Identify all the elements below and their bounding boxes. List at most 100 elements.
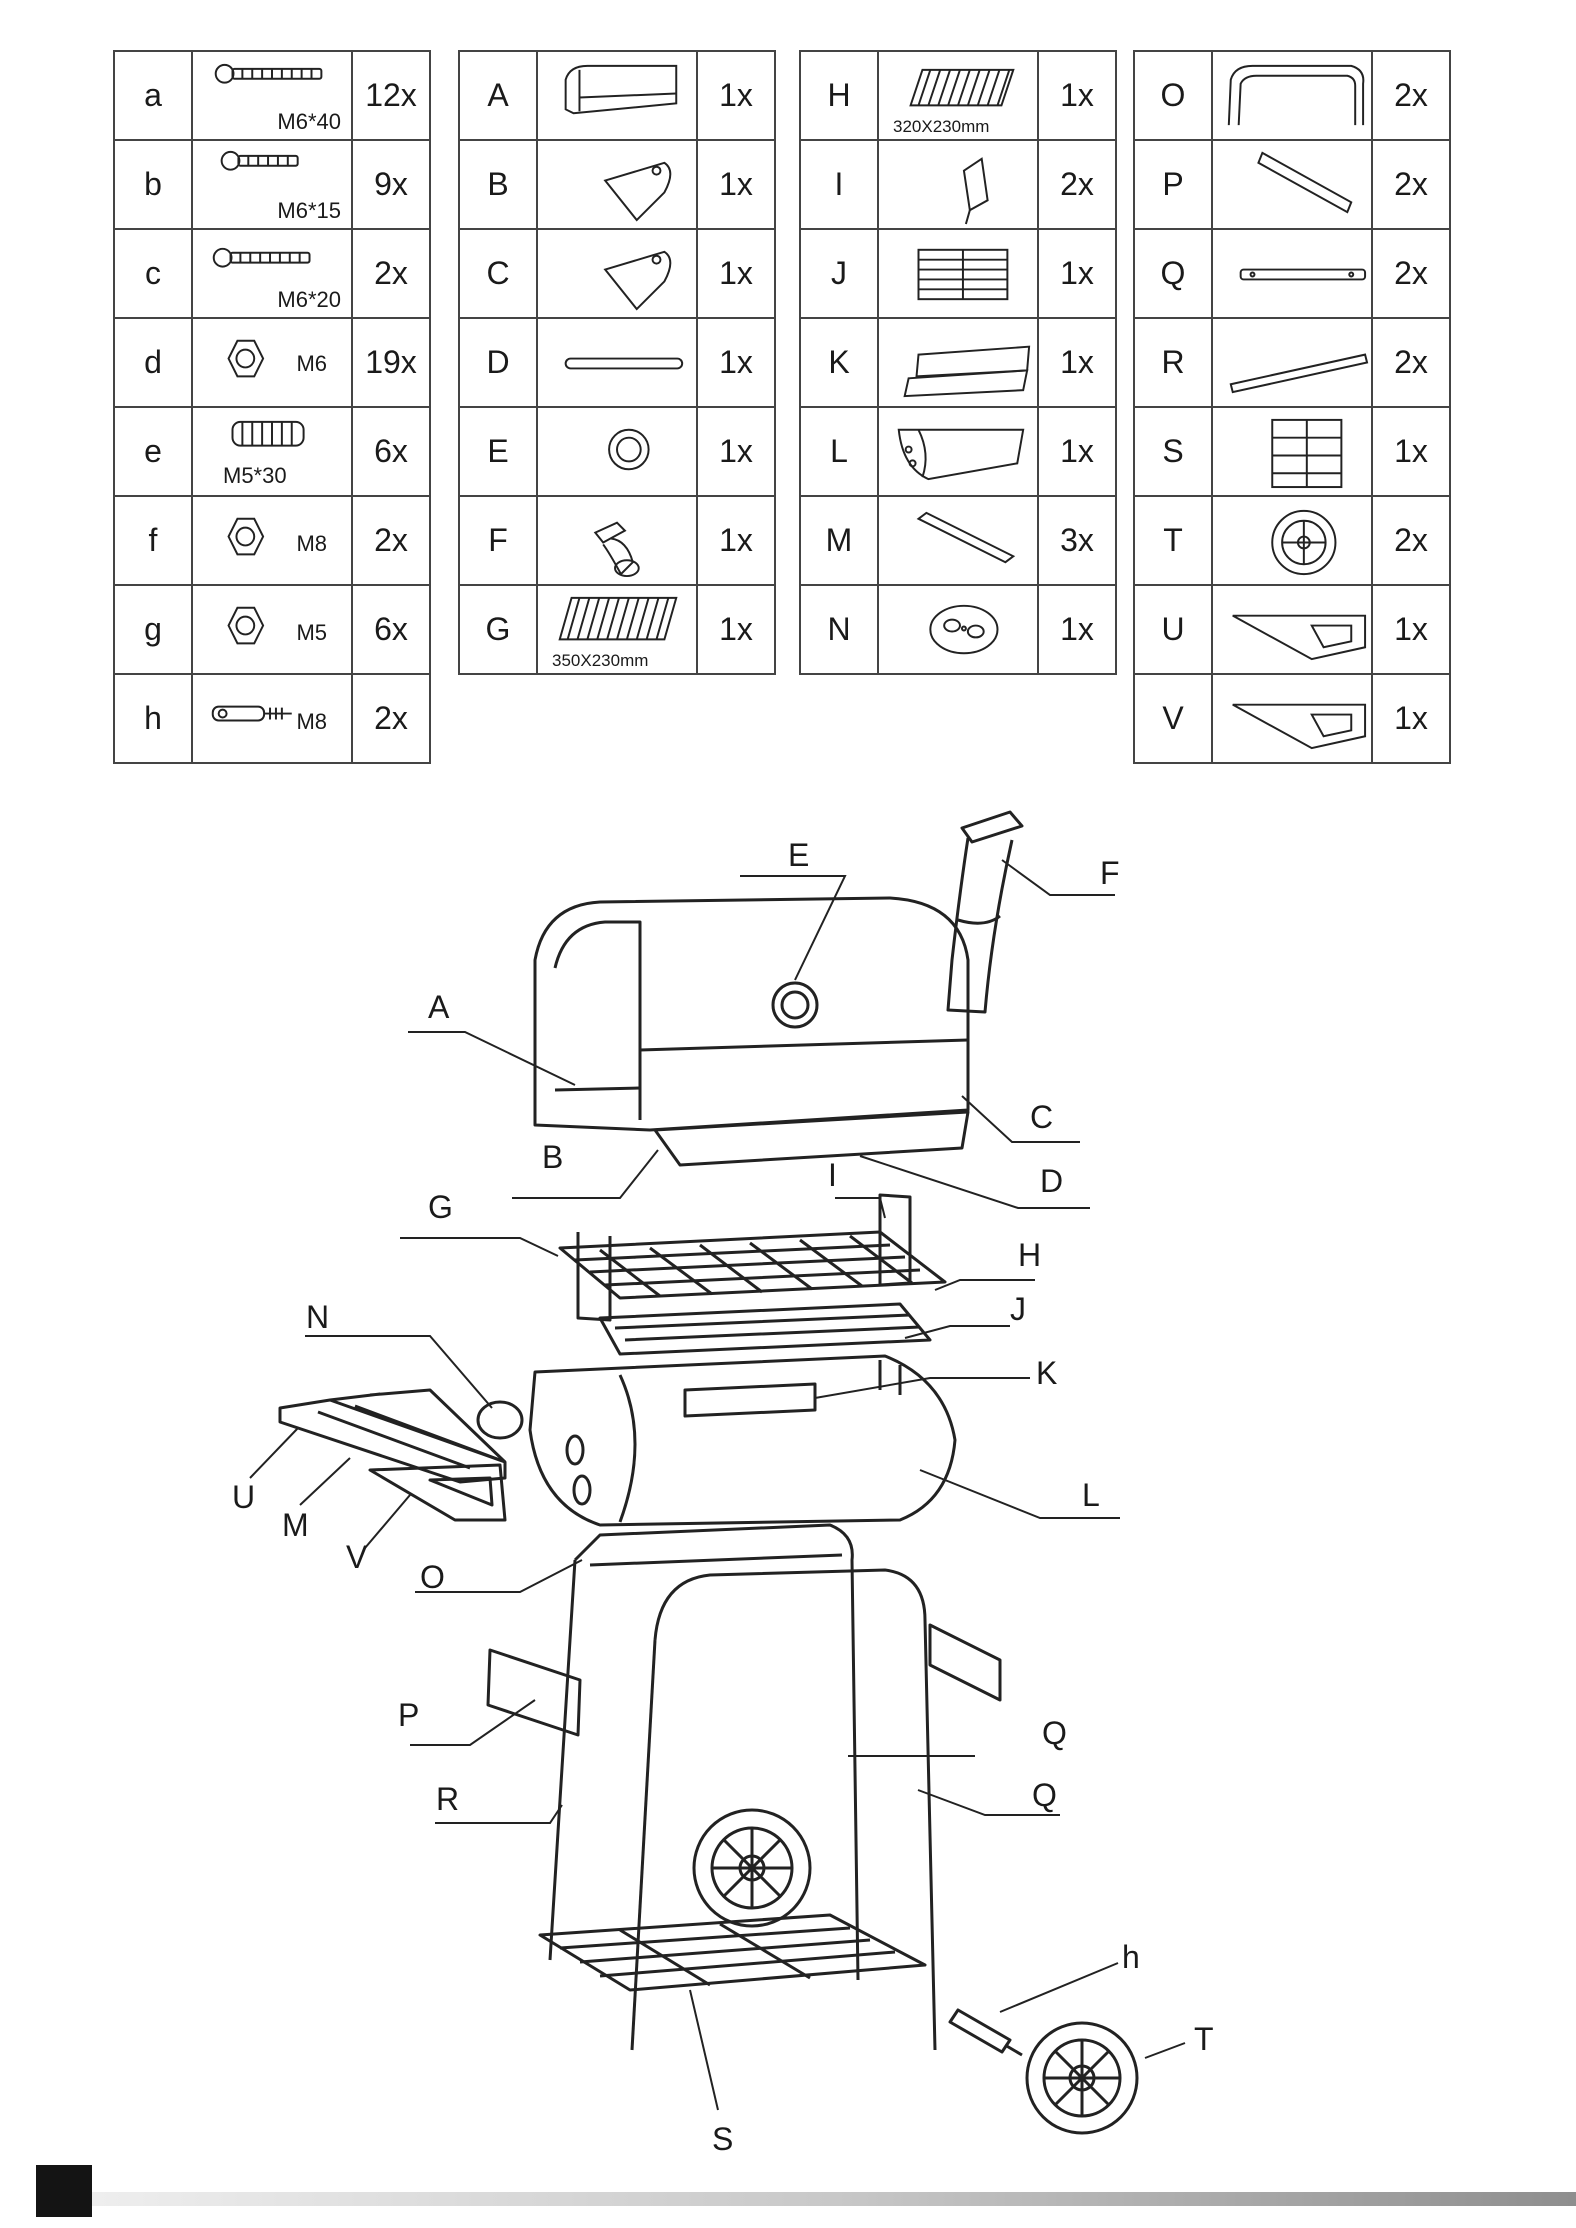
part-label: M: [799, 495, 879, 586]
long-bolt-icon: [214, 63, 323, 84]
part-label: I: [799, 139, 879, 230]
warming-rack-icon: [909, 68, 1015, 107]
part-illustration: 350X230mm: [536, 584, 698, 675]
part-illustration: M5*30: [191, 406, 353, 497]
part-label: C: [458, 228, 538, 319]
part-quantity: 1x: [696, 584, 776, 675]
chimney-icon: [593, 521, 640, 578]
part-label: N: [799, 584, 879, 675]
callout-L: L: [1082, 1477, 1100, 1513]
part-quantity: 19x: [351, 317, 431, 408]
thermometer-icon: [608, 428, 650, 471]
part-illustration: [1211, 495, 1373, 586]
part-illustration: M8: [191, 495, 353, 586]
parts-row: d M6 19x: [113, 317, 431, 408]
callout-S: S: [712, 2121, 733, 2157]
part-illustration: [1211, 406, 1373, 497]
part-label: T: [1133, 495, 1213, 586]
lid-side-plate-icon: [603, 250, 672, 311]
callout-F: F: [1100, 855, 1120, 891]
part-label: L: [799, 406, 879, 497]
part-quantity: 1x: [1037, 317, 1117, 408]
part-quantity: 9x: [351, 139, 431, 230]
part-illustration: [536, 228, 698, 319]
part-quantity: 1x: [696, 139, 776, 230]
part-label: H: [799, 50, 879, 141]
axle-pin: [948, 2008, 1012, 2054]
rack-bracket-icon: [962, 157, 989, 225]
callout-Q-inner: Q: [1042, 1715, 1067, 1751]
part-quantity: 2x: [351, 673, 431, 764]
part-size-label: M6: [296, 351, 327, 376]
threaded-stud-icon: [231, 420, 305, 447]
part-quantity: 2x: [1371, 228, 1451, 319]
part-quantity: 2x: [1371, 139, 1451, 230]
part-label: A: [458, 50, 538, 141]
part-label: d: [113, 317, 193, 408]
callout-G: G: [428, 1189, 453, 1225]
part-label: Q: [1133, 228, 1213, 319]
callout-O: O: [420, 1559, 445, 1595]
cooking-grate-icon: [558, 596, 678, 641]
part-quantity: 1x: [1037, 50, 1117, 141]
part-size-label: M6*40: [277, 109, 341, 134]
part-quantity: 12x: [351, 50, 431, 141]
grill-lid-icon: [564, 64, 678, 115]
part-quantity: 2x: [351, 228, 431, 319]
part-label: P: [1133, 139, 1213, 230]
part-quantity: 1x: [696, 50, 776, 141]
part-label: E: [458, 406, 538, 497]
part-illustration: M8: [191, 673, 353, 764]
part-label: S: [1133, 406, 1213, 497]
charcoal-grate-icon: [917, 248, 1009, 301]
ash-tray-icon: [903, 345, 1031, 398]
parts-row: P 2x: [1133, 139, 1451, 230]
side-plate-icon: [1257, 151, 1353, 214]
hex-nut-icon: [227, 606, 265, 645]
part-size-label: M6*20: [277, 287, 341, 312]
part-quantity: 1x: [1037, 228, 1117, 319]
callout-D: D: [1040, 1163, 1063, 1199]
callout-H: H: [1018, 1237, 1041, 1273]
bottom-rack: [538, 1913, 927, 1992]
part-label: c: [113, 228, 193, 319]
part-size-label: M6*15: [277, 198, 341, 223]
part-illustration: [536, 406, 698, 497]
vent-cover: [476, 1400, 524, 1440]
callout-E: E: [788, 837, 809, 873]
callout-C: C: [1030, 1099, 1053, 1135]
part-illustration: [536, 495, 698, 586]
part-size-label: M5: [296, 620, 327, 645]
part-illustration: [1211, 317, 1373, 408]
handle-rod-icon: [564, 357, 684, 370]
side-plate-left: [486, 1648, 582, 1737]
firebox-icon: [897, 428, 1025, 481]
part-size-label: M8: [296, 531, 327, 556]
part-quantity: 6x: [351, 406, 431, 497]
part-illustration: [1211, 50, 1373, 141]
cooking-grate-assembly: [558, 1193, 947, 1356]
lid-side-plate-icon: [603, 161, 672, 222]
part-quantity: 1x: [1037, 406, 1117, 497]
leader-lines: [249, 859, 1186, 2111]
part-label: h: [113, 673, 193, 764]
callout-P: P: [398, 1697, 419, 1733]
shelf-bracket-icon: [1232, 703, 1367, 750]
callout-Q-outer: Q: [1032, 1777, 1057, 1813]
callout-B: B: [542, 1139, 563, 1175]
part-illustration: [877, 584, 1039, 675]
part-quantity: 2x: [351, 495, 431, 586]
part-illustration: M6*20: [191, 228, 353, 319]
wheels: [692, 1808, 1139, 2135]
